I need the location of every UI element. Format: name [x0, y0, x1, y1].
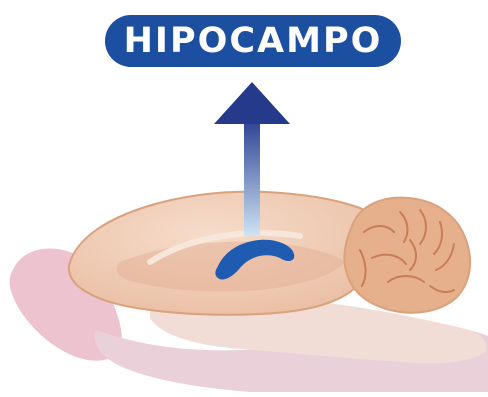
- up-arrow-icon: [214, 82, 290, 124]
- structure-label: HIPOCAMPO: [105, 15, 401, 67]
- structure-label-text: HIPOCAMPO: [124, 21, 383, 61]
- arrow-shaft: [244, 118, 260, 236]
